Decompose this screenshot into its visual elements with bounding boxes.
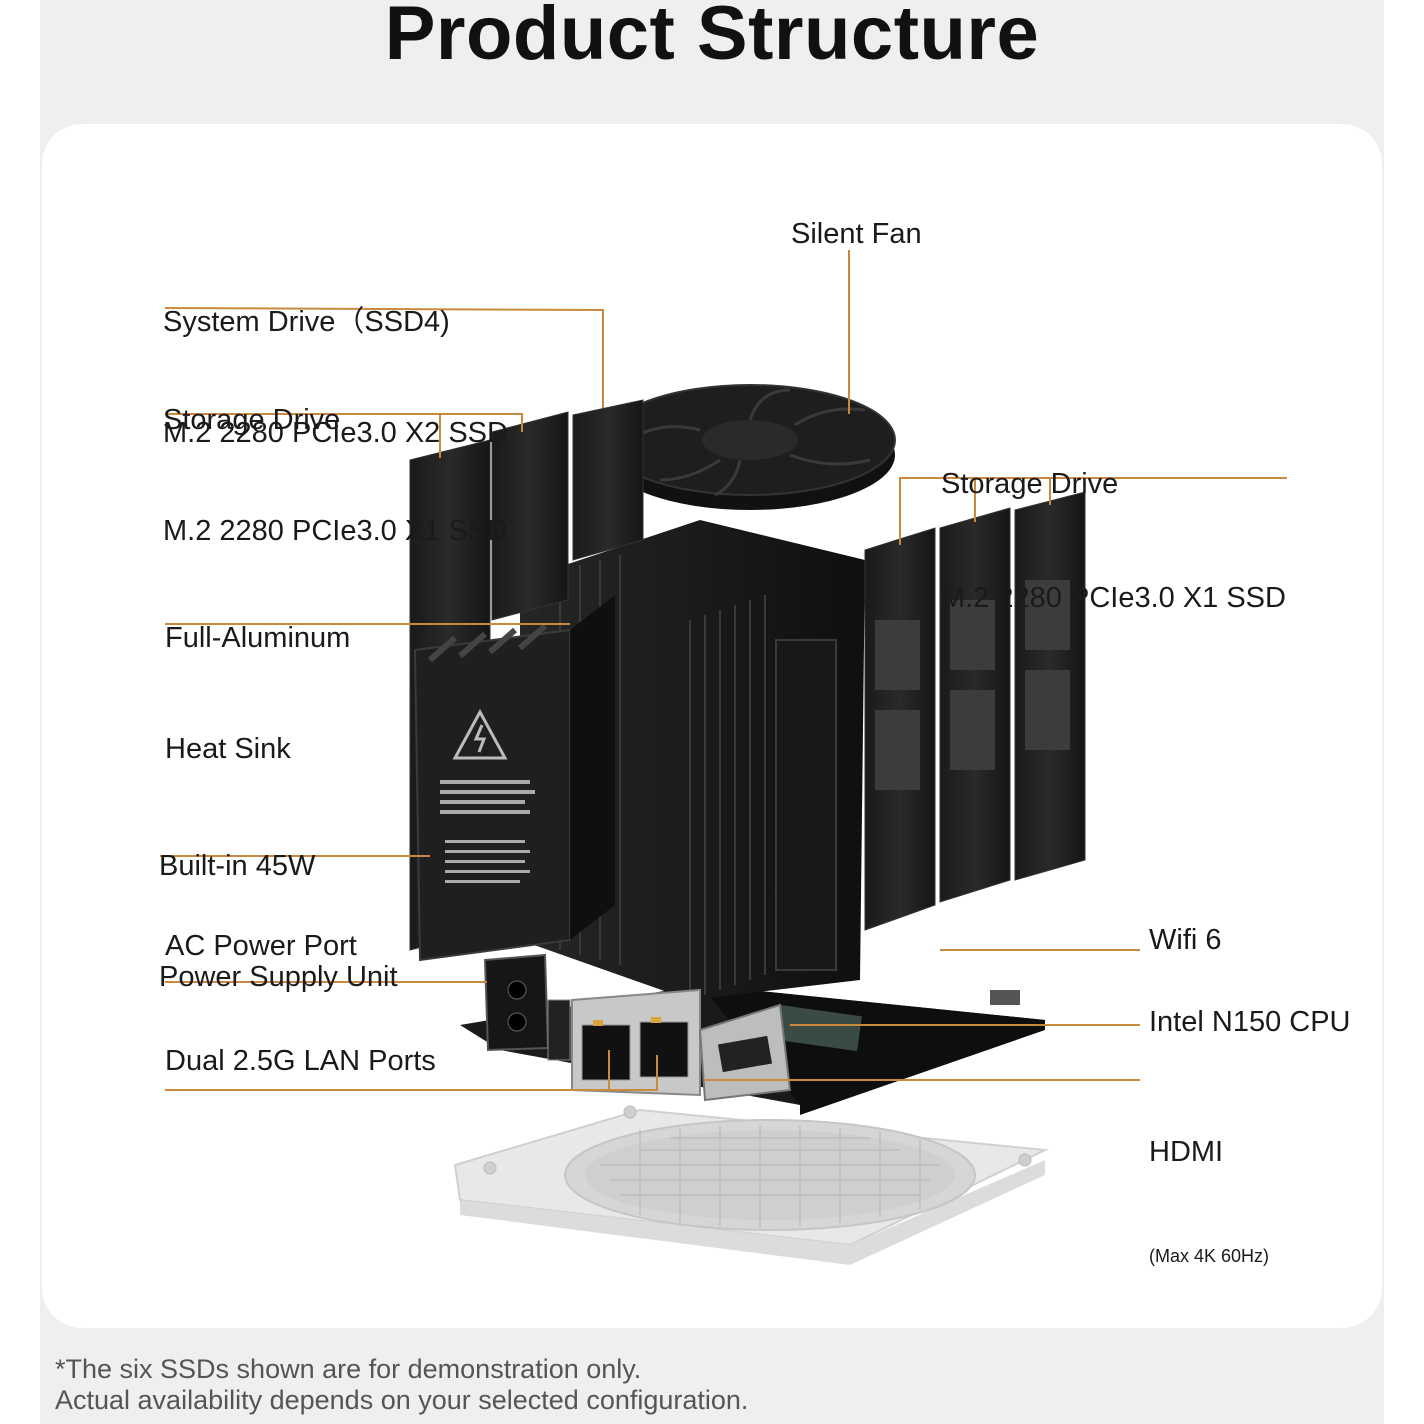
leader-system-drive bbox=[164, 307, 604, 408]
label-psu-line1: Built-in 45W bbox=[159, 850, 316, 882]
label-hdmi: HDMI (Max 4K 60Hz) bbox=[1149, 1060, 1269, 1304]
label-cpu: Intel N150 CPU bbox=[1149, 1006, 1351, 1038]
label-wifi: Wifi 6 bbox=[1149, 924, 1222, 956]
leader-lan-2 bbox=[609, 1055, 658, 1091]
leader-storage-left bbox=[165, 413, 523, 432]
base-plate bbox=[453, 1105, 1049, 1265]
label-system-drive: System Drive（SSD4) M.2 2280 PCIe3.0 X2 S… bbox=[163, 230, 508, 489]
label-storage-drive-right: Storage Drive M.2 2280 PCIe3.0 X1 SSD bbox=[941, 392, 1286, 654]
label-lan-ports: Dual 2.5G LAN Ports bbox=[165, 1045, 436, 1077]
label-psu: Built-in 45W Power Supply Unit bbox=[159, 774, 398, 1033]
lan-ports bbox=[547, 988, 701, 1097]
footnote: *The six SSDs shown are for demonstratio… bbox=[55, 1354, 748, 1416]
label-storage-left-spec: M.2 2280 PCIe3.0 X1 SSD bbox=[163, 515, 508, 547]
footnote-line2: Actual availability depends on your sele… bbox=[55, 1385, 749, 1415]
power-supply-unit bbox=[413, 595, 615, 962]
page-title: Product Structure bbox=[384, 0, 1040, 76]
label-storage-left-title: Storage Drive bbox=[163, 404, 341, 436]
label-storage-drive-left: Storage Drive M.2 2280 PCIe3.0 X1 SSD bbox=[163, 328, 508, 587]
label-heat-sink-line2: Heat Sink bbox=[165, 733, 291, 765]
label-heat-sink-line1: Full-Aluminum bbox=[165, 622, 351, 654]
label-silent-fan: Silent Fan bbox=[791, 218, 922, 250]
label-storage-right-spec: M.2 2280 PCIe3.0 X1 SSD bbox=[941, 582, 1286, 614]
label-heat-sink: Full-Aluminum Heat Sink bbox=[165, 546, 350, 805]
label-hdmi-title: HDMI bbox=[1149, 1136, 1224, 1168]
footnote-line1: *The six SSDs shown are for demonstratio… bbox=[55, 1354, 642, 1384]
label-storage-right-title: Storage Drive bbox=[941, 468, 1119, 500]
ac-power-port bbox=[483, 953, 550, 1052]
leader-lines bbox=[160, 250, 1287, 1091]
hdmi-port bbox=[698, 1003, 792, 1102]
label-psu-line2: Power Supply Unit bbox=[159, 961, 398, 993]
label-system-drive-title: System Drive（SSD4) bbox=[163, 306, 450, 338]
label-system-drive-spec: M.2 2280 PCIe3.0 X2 SSD bbox=[163, 417, 508, 449]
label-hdmi-spec: (Max 4K 60Hz) bbox=[1149, 1246, 1270, 1266]
label-ac-power-port: AC Power Port bbox=[165, 930, 357, 962]
leader-storage-right bbox=[899, 477, 1287, 545]
right-ssds bbox=[864, 491, 1086, 931]
silent-fan bbox=[604, 384, 896, 510]
